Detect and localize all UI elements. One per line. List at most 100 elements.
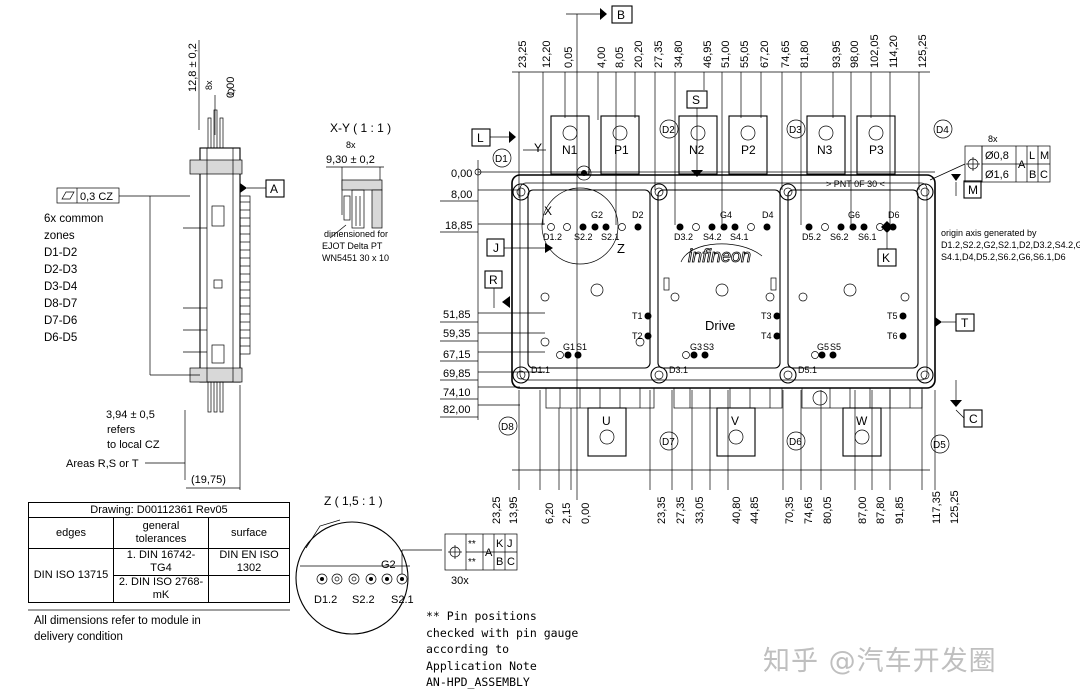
fcf-ref-l: L — [1029, 150, 1035, 162]
top-dim: 55,05 — [739, 40, 751, 68]
bottom-dim: 87,00 — [857, 496, 869, 524]
top-dim: 81,80 — [799, 40, 811, 68]
z-label-s21: S2.1 — [391, 594, 414, 606]
drive-label: Drive — [705, 318, 735, 333]
pin-s1: S1 — [576, 342, 587, 352]
left-dim: 82,00 — [443, 404, 471, 416]
pin-d4: D4 — [762, 210, 774, 220]
zone-labels: D1 D2 D3 D4 D5 D6 D7 D8 — [492, 119, 953, 454]
zone-d3: D3 — [789, 125, 802, 136]
flatness-value: 0,3 CZ — [80, 191, 113, 203]
zones-note-line: zones — [44, 230, 75, 242]
left-dim: 74,10 — [443, 387, 471, 399]
pin-note-line: ** Pin positions — [426, 609, 537, 623]
pin-s3: S3 — [703, 342, 714, 352]
temp-t4: T4 — [761, 331, 772, 341]
pin-g4: G4 — [720, 210, 732, 220]
top-dim: 23,25 — [517, 40, 529, 68]
pin-note-line: checked with pin gauge — [426, 625, 579, 640]
dim-width: (19,75) — [191, 474, 226, 486]
letter-x: X — [544, 204, 552, 218]
fcf-ref-c: C — [1040, 169, 1048, 181]
zones-note-line: D6-D5 — [44, 332, 78, 344]
datum-b: B — [617, 8, 625, 22]
left-dim: 51,85 — [443, 309, 471, 321]
terminal-w: W — [856, 414, 868, 428]
main-view: B 23,25 12,20 0,05 4,00 8,05 20,20 27,35… — [440, 5, 1080, 524]
bottom-dim: 40,80 — [731, 496, 743, 524]
side-height-dim: 12,8 ± 0,2 — [187, 43, 199, 92]
pin-g1: G1 — [563, 342, 575, 352]
bottom-dimensions: 23,25 13,95 6,20 2,15 0,00 23,35 27,35 3… — [491, 490, 961, 524]
footnote-line: All dimensions refer to module in — [34, 615, 201, 627]
temp-t3: T3 — [761, 311, 772, 321]
z-fcf-ref-j: J — [507, 538, 513, 550]
z-fcf-star-1: ** — [468, 539, 476, 550]
pin-d2: D2 — [632, 210, 644, 220]
terminal-n2: N2 — [689, 143, 705, 157]
xy-detail: X-Y ( 1 : 1 ) 8x 9,30 ± 0,2 dimensioned … — [322, 121, 391, 263]
bottom-dim: 117,35 — [931, 491, 943, 524]
zone-d5: D5 — [933, 440, 946, 451]
z-fcf-ref-k: K — [496, 538, 504, 550]
top-dim: 67,20 — [759, 40, 771, 68]
datum-j: J — [493, 241, 499, 255]
letter-y: Y — [534, 141, 542, 155]
bottom-dim: 33,05 — [694, 496, 706, 524]
surface-std: DIN EN ISO 1302 — [208, 548, 290, 576]
temp-pins: T1 T2 T3 T4 T5 T6 — [632, 311, 907, 341]
top-dim: 34,80 — [673, 40, 685, 68]
temp-t1: T1 — [632, 311, 643, 321]
datum-k: K — [882, 251, 890, 265]
tol-std-1: 1. DIN 16742-TG4 — [113, 548, 209, 576]
z-fcf-ref-b: B — [496, 556, 503, 568]
pin-g3: G3 — [690, 342, 702, 352]
left-dimensions: 0,00 8,00 18,85 51,85 59,35 67,15 69,85 … — [443, 168, 473, 416]
zones-note-line: D7-D6 — [44, 315, 78, 327]
xy-note-2: EJOT Delta PT — [322, 241, 383, 251]
fcf-ref-b: B — [1029, 169, 1036, 181]
top-dim: 46,95 — [702, 40, 714, 68]
top-terminals: N1 P1 N2 P2 N3 P3 — [550, 115, 896, 175]
z-label-s22: S2.2 — [352, 594, 375, 606]
bottom-dim: 2,15 — [561, 503, 573, 524]
datum-t: T — [961, 316, 969, 330]
terminal-n3: N3 — [817, 143, 833, 157]
top-dim: 74,65 — [780, 40, 792, 68]
bottom-dim: 0,00 — [580, 503, 592, 524]
left-dim: 69,85 — [443, 368, 471, 380]
zones-note: 6x common zones D1-D2 D2-D3 D3-D4 D8-D7 … — [44, 211, 103, 347]
zone-d1: D1 — [495, 154, 508, 165]
top-dim: 20,20 — [633, 40, 645, 68]
bottom-dim: 23,25 — [491, 496, 503, 524]
top-dimensions: 23,25 12,20 0,05 4,00 8,05 20,20 27,35 3… — [517, 34, 929, 68]
pin-d6: D6 — [888, 210, 900, 220]
pin-fin-array — [239, 195, 251, 355]
bottom-dim: 125,25 — [949, 490, 961, 524]
pin-s42: S4.2 — [703, 232, 722, 242]
top-dim: 114,20 — [888, 35, 900, 68]
letter-z: Z — [617, 241, 625, 256]
zone-d7: D7 — [662, 437, 675, 448]
datum-m: M — [968, 183, 978, 197]
bottom-dim: 23,35 — [656, 496, 668, 524]
origin-note-3: S4.1,D4,D5.2,S6.2,G6,S6.1,D6 — [941, 252, 1066, 262]
top-dim: 102,05 — [869, 34, 881, 68]
dim-394: 3,94 ± 0,5 — [106, 409, 155, 421]
pin-note-line: according to — [426, 642, 510, 656]
zone-d2: D2 — [662, 125, 675, 136]
fcf-8x: 8x — [988, 134, 998, 144]
top-dim: 93,95 — [831, 40, 843, 68]
refers-text: refers — [107, 424, 136, 436]
temp-t6: T6 — [887, 331, 898, 341]
origin-note-2: D1.2,S2.2,G2,S2.1,D2,D3.2,S4.2,G4, — [941, 240, 1080, 250]
bottom-dim: 91,85 — [894, 496, 906, 524]
pin-g6: G6 — [848, 210, 860, 220]
top-dim: 4,00 — [596, 47, 608, 68]
pin-s41: S4.1 — [730, 232, 749, 242]
side-8x-label: 8x — [204, 80, 214, 90]
zones-note-line: D1-D2 — [44, 247, 78, 259]
pin-s5: S5 — [830, 342, 841, 352]
top-dim: 125,25 — [917, 34, 929, 68]
col-tolerances: general tolerances — [113, 517, 209, 549]
